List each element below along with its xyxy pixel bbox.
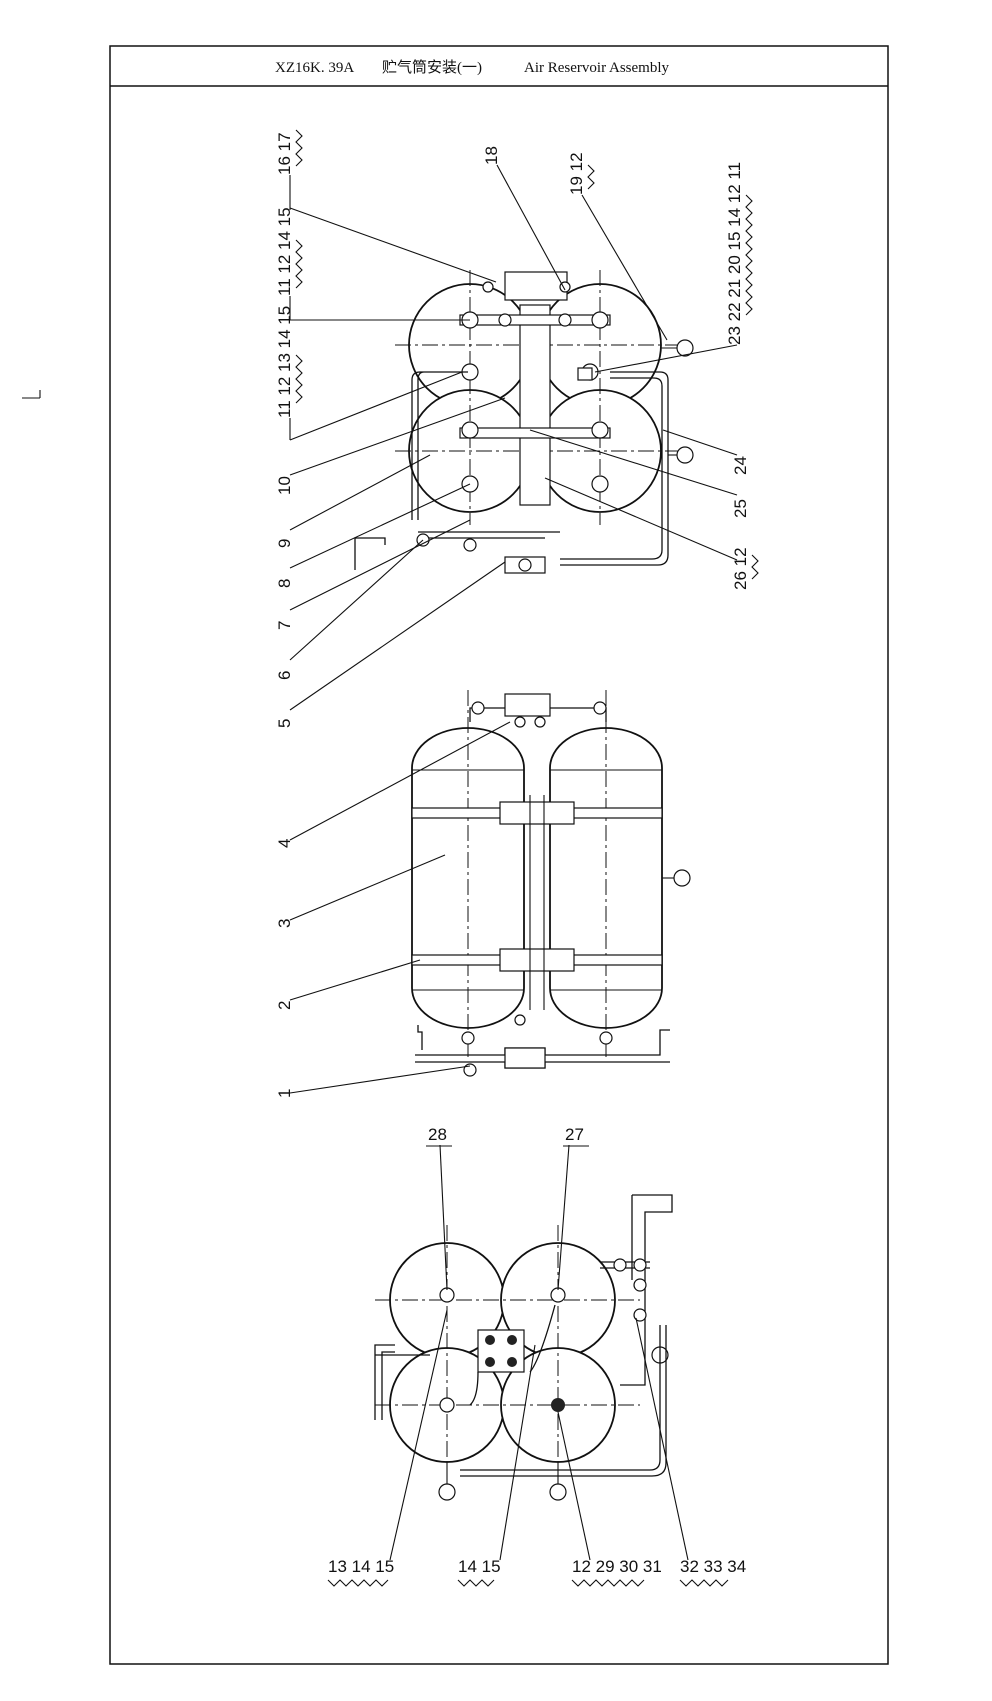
callout-3: 3	[275, 919, 294, 928]
callout-24: 24	[731, 456, 750, 475]
top-fitting-box	[577, 367, 593, 381]
callout-23-22-21-20-15-14-12-11: 23 22 21 20 15 14 12 11	[725, 162, 744, 345]
callout-12-29-30-31: 12 29 30 31	[572, 1557, 662, 1576]
top-strap-1	[459, 314, 611, 326]
end-gauge-right	[549, 1483, 567, 1501]
callouts-end-view: 28 27 13 14 15 14 15 12 29 30 31 32 33 3…	[327, 1125, 746, 1587]
side-center-clamp-upper	[499, 801, 575, 825]
drawing-title-cn: 贮气筒安装(一)	[382, 59, 482, 76]
callout-16-17: 16 17	[275, 132, 294, 175]
callout-8: 8	[275, 579, 294, 588]
drawing-title-en: Air Reservoir Assembly	[524, 60, 669, 76]
end-gauge-left	[438, 1483, 456, 1501]
end-drain-plug	[551, 1398, 565, 1412]
end-manifold	[477, 1329, 525, 1373]
side-gauge	[673, 869, 691, 887]
top-view-leaders	[289, 164, 738, 711]
callout-14-15: 14 15	[458, 1557, 501, 1576]
callout-19-12: 19 12	[567, 152, 586, 195]
end-view-leaders	[389, 1144, 689, 1561]
top-pipe-right	[560, 371, 669, 566]
top-inlet-bracket	[354, 537, 386, 570]
callout-13-14-15: 13 14 15	[328, 1557, 394, 1576]
callout-27: 27	[565, 1125, 584, 1144]
side-view	[411, 690, 691, 1077]
callout-32-33-34: 32 33 34	[680, 1557, 746, 1576]
side-bottom-valve	[504, 1047, 546, 1069]
callout-18: 18	[482, 146, 501, 165]
top-center-bracket	[519, 304, 551, 506]
callout-26-12: 26 12	[731, 547, 750, 590]
callout-2: 2	[275, 1001, 294, 1010]
callouts-side-view: 4 3 2 1	[275, 839, 294, 1098]
drawing-frame	[109, 45, 889, 1665]
side-view-leaders	[289, 721, 511, 1094]
callout-6: 6	[275, 671, 294, 680]
top-gauge-2	[676, 446, 694, 464]
side-top-valve	[504, 693, 551, 717]
top-pipe-bottom	[418, 531, 560, 539]
callout-1: 1	[275, 1089, 294, 1098]
drawing-code: XZ16K. 39A	[275, 60, 354, 76]
callout-11-12-14-15-a: 11 12 14 15	[275, 207, 294, 296]
callouts-top-view: 16 17 18 19 12 11 12 14 15 23 22 21 20 1…	[275, 132, 750, 728]
end-view	[374, 1194, 673, 1501]
callout-11-12-13-14-15: 11 12 13 14 15	[275, 306, 294, 418]
end-bracket	[620, 1194, 673, 1386]
callout-10: 10	[275, 476, 294, 495]
top-view	[354, 270, 694, 574]
callout-25: 25	[731, 499, 750, 518]
callout-waves-vertical	[295, 129, 759, 580]
side-center-clamp-lower	[499, 948, 575, 972]
top-mount-plate	[504, 271, 568, 301]
callout-7: 7	[275, 621, 294, 630]
top-valve	[518, 558, 532, 572]
end-pipe-left	[374, 1344, 430, 1420]
top-strap-2	[459, 427, 611, 439]
callout-5: 5	[275, 719, 294, 728]
top-drain-fitting-2	[463, 538, 477, 552]
callout-9: 9	[275, 539, 294, 548]
top-pipe-left	[411, 371, 468, 520]
callout-4: 4	[275, 839, 294, 848]
callout-28: 28	[428, 1125, 447, 1144]
